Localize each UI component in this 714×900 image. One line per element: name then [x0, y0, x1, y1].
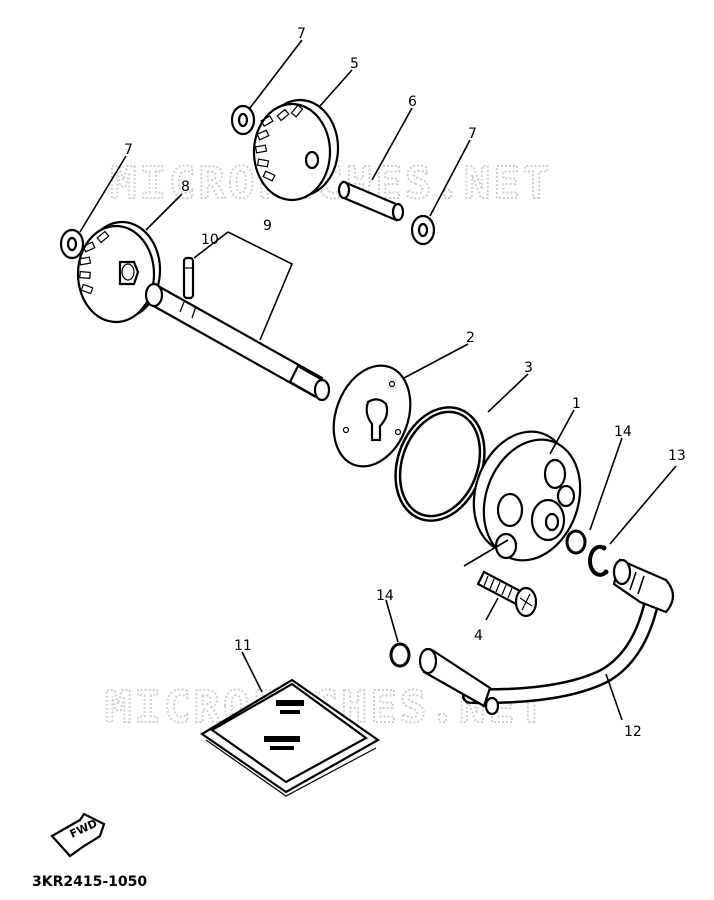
part-gear-8 [76, 220, 162, 324]
callout-7-left: 7 [124, 142, 133, 158]
part-shaft-9 [144, 282, 331, 402]
callout-8: 8 [181, 179, 190, 195]
callout-10: 10 [201, 232, 219, 248]
callout-14-right: 14 [614, 424, 632, 440]
callout-7-right: 7 [468, 126, 477, 142]
part-oring-14-right [565, 529, 587, 555]
part-washer-7-left [59, 228, 85, 260]
part-oring-14-left [389, 642, 411, 668]
part-plate-2 [332, 364, 412, 468]
part-washer-7-right [410, 214, 436, 246]
callout-4: 4 [474, 628, 483, 644]
callout-7-top: 7 [297, 26, 306, 42]
callout-2: 2 [466, 330, 475, 346]
part-gear-5 [252, 98, 340, 202]
part-pump-body-1 [472, 430, 582, 562]
callout-13: 13 [668, 448, 686, 464]
part-pipe-12 [418, 558, 675, 716]
callout-3: 3 [524, 360, 533, 376]
callout-11: 11 [234, 638, 252, 654]
part-washer-7-top [230, 104, 256, 136]
drawing-code: 3KR2415-1050 [32, 874, 147, 890]
callout-12: 12 [624, 724, 642, 740]
leader-lines [79, 39, 677, 721]
callout-5: 5 [350, 56, 359, 72]
fwd-arrow-icon: FWD [50, 812, 106, 858]
part-pin-6 [337, 180, 405, 222]
callout-6: 6 [408, 94, 417, 110]
part-pin-10 [182, 256, 195, 300]
part-strainer-11 [199, 678, 381, 797]
part-screw-4 [476, 570, 538, 618]
callout-1: 1 [572, 396, 581, 412]
part-circlip-13 [587, 544, 609, 577]
callout-14-left: 14 [376, 588, 394, 604]
callout-9: 9 [263, 218, 272, 234]
